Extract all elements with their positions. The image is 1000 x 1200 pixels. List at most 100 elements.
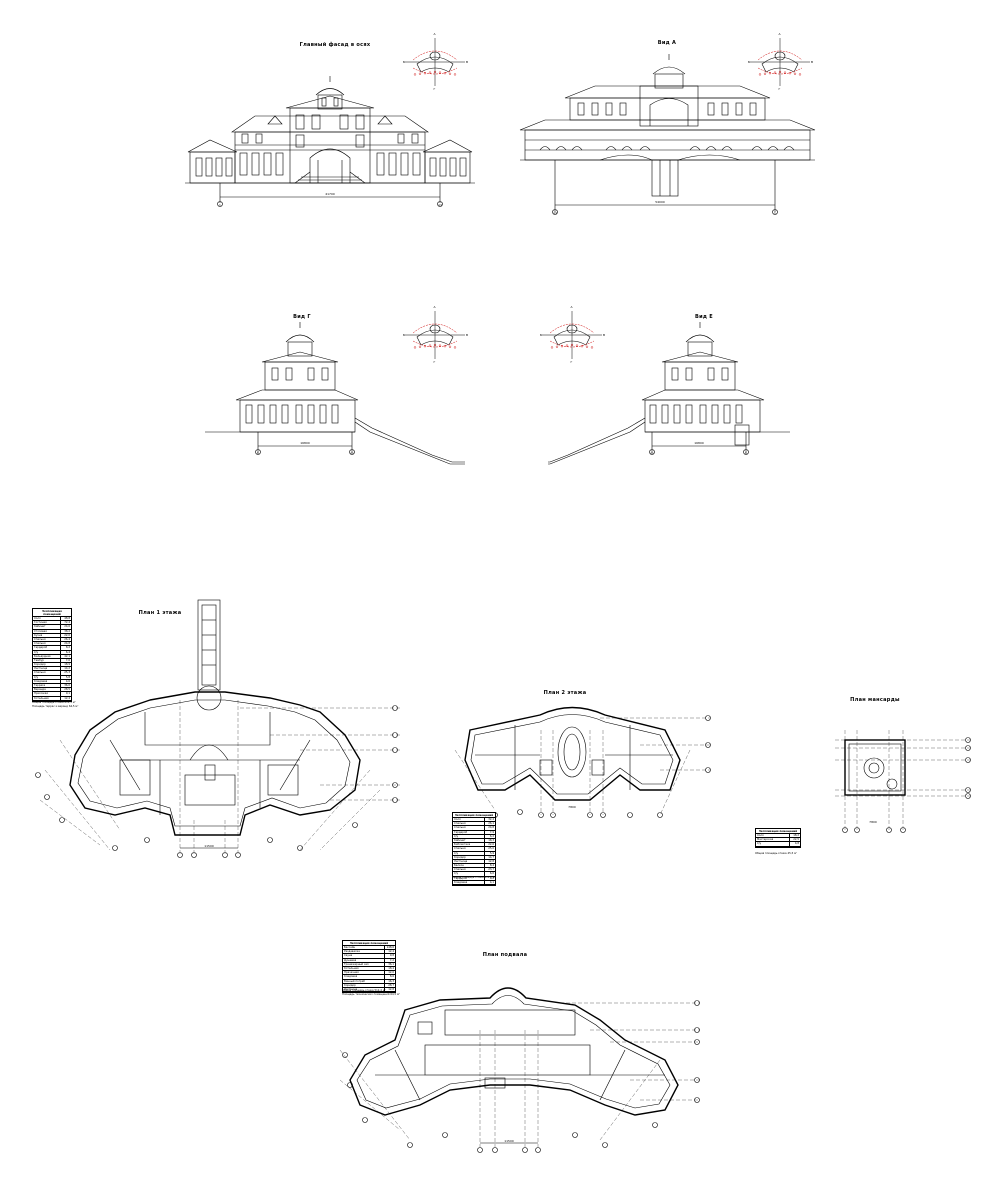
- table-row: С/у 6,4: [33, 650, 71, 655]
- room-area: 14,7: [488, 855, 494, 859]
- room-area: 12,0: [388, 971, 394, 975]
- footer-label: Общая площадь этажа: [452, 876, 484, 879]
- axis-label: Б: [744, 450, 748, 455]
- room-name: Спальня: [453, 847, 485, 851]
- room-area: 25,3: [64, 671, 70, 675]
- room-area: 18,2: [793, 834, 799, 837]
- room-area: 48,8: [64, 617, 70, 620]
- key-plan-label: Б: [403, 60, 406, 64]
- key-plan: [405, 311, 465, 359]
- key-plan-label: Г: [570, 360, 573, 364]
- room-name: Холл: [33, 617, 61, 621]
- room-name: Лестница: [343, 987, 385, 992]
- room-name: Сауна: [343, 954, 385, 958]
- room-name: Библиотека: [453, 843, 485, 847]
- footer-value: 45,5 м²: [787, 852, 798, 855]
- axis-label: Б: [256, 450, 260, 455]
- axis-label: 1: [774, 210, 776, 215]
- room-name: Спальня: [453, 822, 485, 826]
- key-plan: [542, 311, 602, 359]
- key-plan-label: А: [433, 305, 436, 309]
- room-name: Гостиная: [33, 621, 61, 625]
- room-area: 32,4: [488, 818, 494, 821]
- plan-title-second-floor: План 2 этажа: [543, 690, 587, 696]
- key-plan-label: Б: [540, 333, 543, 337]
- key-plan-label: А: [433, 32, 436, 36]
- elevation-title-rear: Вид А: [657, 40, 677, 46]
- left-side-elevation: [205, 322, 465, 465]
- room-name: Балкон: [453, 864, 485, 868]
- room-area: 4,6: [65, 679, 70, 683]
- room-area: 18,9: [64, 663, 70, 667]
- table-footer: Площадь технических помещений 64,5 м²: [342, 993, 400, 996]
- dimension-front: 41700: [325, 192, 335, 196]
- footer-value: 412,3 м²: [484, 876, 496, 879]
- key-plan-label: В: [466, 60, 469, 64]
- room-name: Спальня: [33, 671, 61, 675]
- room-area: 12,8: [488, 859, 494, 863]
- table-row: С/у 5,8: [33, 675, 71, 680]
- room-name: С/у: [33, 650, 61, 654]
- room-name: Кладовая: [453, 880, 485, 884]
- plan-basement: [339, 987, 700, 1153]
- room-name: Прихожая: [33, 692, 61, 696]
- room-name: Гардероб: [453, 830, 485, 834]
- room-name: Терраса: [33, 684, 61, 688]
- key-plan-label: В: [603, 333, 606, 337]
- room-area: 5,8: [65, 675, 70, 679]
- axis-label: 13: [438, 202, 442, 207]
- room-name: С/у: [33, 675, 61, 679]
- room-name: Столовая: [33, 629, 61, 633]
- room-area: 9,8: [389, 954, 394, 958]
- room-area: 8,4: [489, 864, 494, 868]
- room-area: 24,8: [488, 826, 494, 830]
- room-name: С/у: [453, 872, 485, 876]
- room-name: Кабинет: [453, 838, 485, 843]
- room-name: С/у: [756, 842, 790, 846]
- table-row: Сауна 9,8: [343, 954, 395, 959]
- plan-second-floor: [454, 706, 711, 818]
- room-area: 36,1: [388, 962, 394, 966]
- key-plan-label: А: [570, 305, 573, 309]
- footer-value: 612,5 м²: [64, 701, 76, 704]
- plan-first-floor: [35, 599, 400, 858]
- elevation-title-right: Вид Е: [694, 314, 714, 320]
- dimension-right: 16800: [694, 441, 704, 445]
- room-name: Спальня: [33, 642, 61, 646]
- footer-value: 64,5 м²: [390, 993, 400, 996]
- room-area: 6,4: [65, 650, 70, 654]
- room-name: Кабинет: [33, 625, 61, 629]
- room-name: Бильярдная: [33, 654, 61, 658]
- dimension-left: 16800: [300, 441, 310, 445]
- room-area: 38,2: [64, 629, 70, 633]
- dimension-rear: 54000: [655, 200, 665, 204]
- room-area: 12,8: [388, 987, 394, 991]
- footer-label: Общая площадь этажа: [32, 701, 64, 704]
- key-plan-label: В: [466, 333, 469, 337]
- room-name: Коридор: [33, 663, 61, 667]
- table-footer: Общая площадь этажа 412,3 м²: [452, 876, 496, 879]
